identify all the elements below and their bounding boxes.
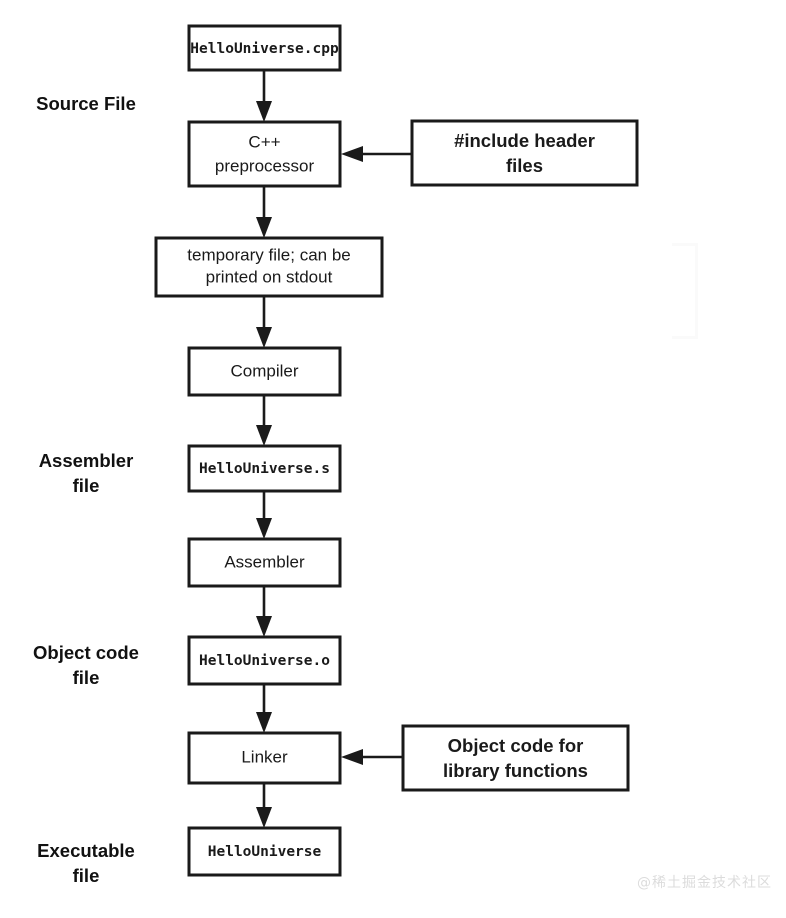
node-temporary-file-line-1: printed on stdout xyxy=(206,267,333,286)
stage-label-object-code-file: Object code file xyxy=(33,642,139,688)
node-hellouniverse-o[interactable]: HelloUniverse.o xyxy=(187,635,342,686)
edge-linker-to-executable xyxy=(256,783,272,828)
edge-include-to-preprocessor xyxy=(341,146,412,162)
edge-source-to-preprocessor xyxy=(256,70,272,122)
node-cpp-preprocessor-line-1: preprocessor xyxy=(215,156,315,175)
stage-label-object-code-file-line-1: file xyxy=(73,667,100,688)
node-hellouniverse-s[interactable]: HelloUniverse.s xyxy=(187,444,342,493)
node-linker-label: Linker xyxy=(241,747,288,766)
stage-label-executable-file-line-0: Executable xyxy=(37,840,135,861)
node-hellouniverse-cpp-label: HelloUniverse.cpp xyxy=(190,41,339,57)
node-temporary-file[interactable]: temporary file; can be printed on stdout xyxy=(154,236,384,298)
node-compiler-label: Compiler xyxy=(230,361,298,380)
node-compiler[interactable]: Compiler xyxy=(187,346,342,397)
stage-label-source-file-line-0: Source File xyxy=(36,93,136,114)
node-linker[interactable]: Linker xyxy=(187,731,342,785)
edge-assembly-file-to-assembler xyxy=(256,491,272,539)
stage-label-assembler-file-line-1: file xyxy=(73,475,100,496)
node-object-code-library-line-1: library functions xyxy=(443,760,588,781)
node-include-header-files-line-0: #include header xyxy=(454,130,595,151)
node-object-code-library[interactable]: Object code for library functions xyxy=(401,724,630,792)
edge-library-to-linker xyxy=(341,749,403,765)
stage-label-object-code-file-line-0: Object code xyxy=(33,642,139,663)
node-temporary-file-line-0: temporary file; can be xyxy=(187,245,350,264)
edge-compiler-to-assembly-file xyxy=(256,395,272,446)
node-include-header-files[interactable]: #include header files xyxy=(410,119,639,187)
node-hellouniverse-o-label: HelloUniverse.o xyxy=(199,653,330,669)
node-assembler-label: Assembler xyxy=(224,552,305,571)
edge-tempfile-to-compiler xyxy=(256,296,272,348)
stage-label-assembler-file: Assembler file xyxy=(39,450,134,496)
stage-label-source-file: Source File xyxy=(36,93,136,114)
node-assembler[interactable]: Assembler xyxy=(187,537,342,588)
node-hellouniverse-s-label: HelloUniverse.s xyxy=(199,461,330,477)
stage-label-assembler-file-line-0: Assembler xyxy=(39,450,134,471)
node-cpp-preprocessor-line-0: C++ xyxy=(248,132,280,151)
background-watermark-mark xyxy=(672,243,698,339)
stage-label-executable-file: Executable file xyxy=(37,840,135,886)
stage-label-executable-file-line-1: file xyxy=(73,865,100,886)
edge-object-file-to-linker xyxy=(256,684,272,733)
node-include-header-files-line-1: files xyxy=(506,155,543,176)
node-hellouniverse-exe[interactable]: HelloUniverse xyxy=(187,826,342,877)
node-hellouniverse-cpp[interactable]: HelloUniverse.cpp xyxy=(187,24,342,72)
node-hellouniverse-exe-label: HelloUniverse xyxy=(208,844,322,860)
edge-assembler-to-object-file xyxy=(256,586,272,637)
node-cpp-preprocessor[interactable]: C++ preprocessor xyxy=(187,120,342,188)
watermark-label: @稀土掘金技术社区 xyxy=(637,875,772,891)
edge-preprocessor-to-tempfile xyxy=(256,186,272,238)
node-object-code-library-line-0: Object code for xyxy=(448,735,584,756)
